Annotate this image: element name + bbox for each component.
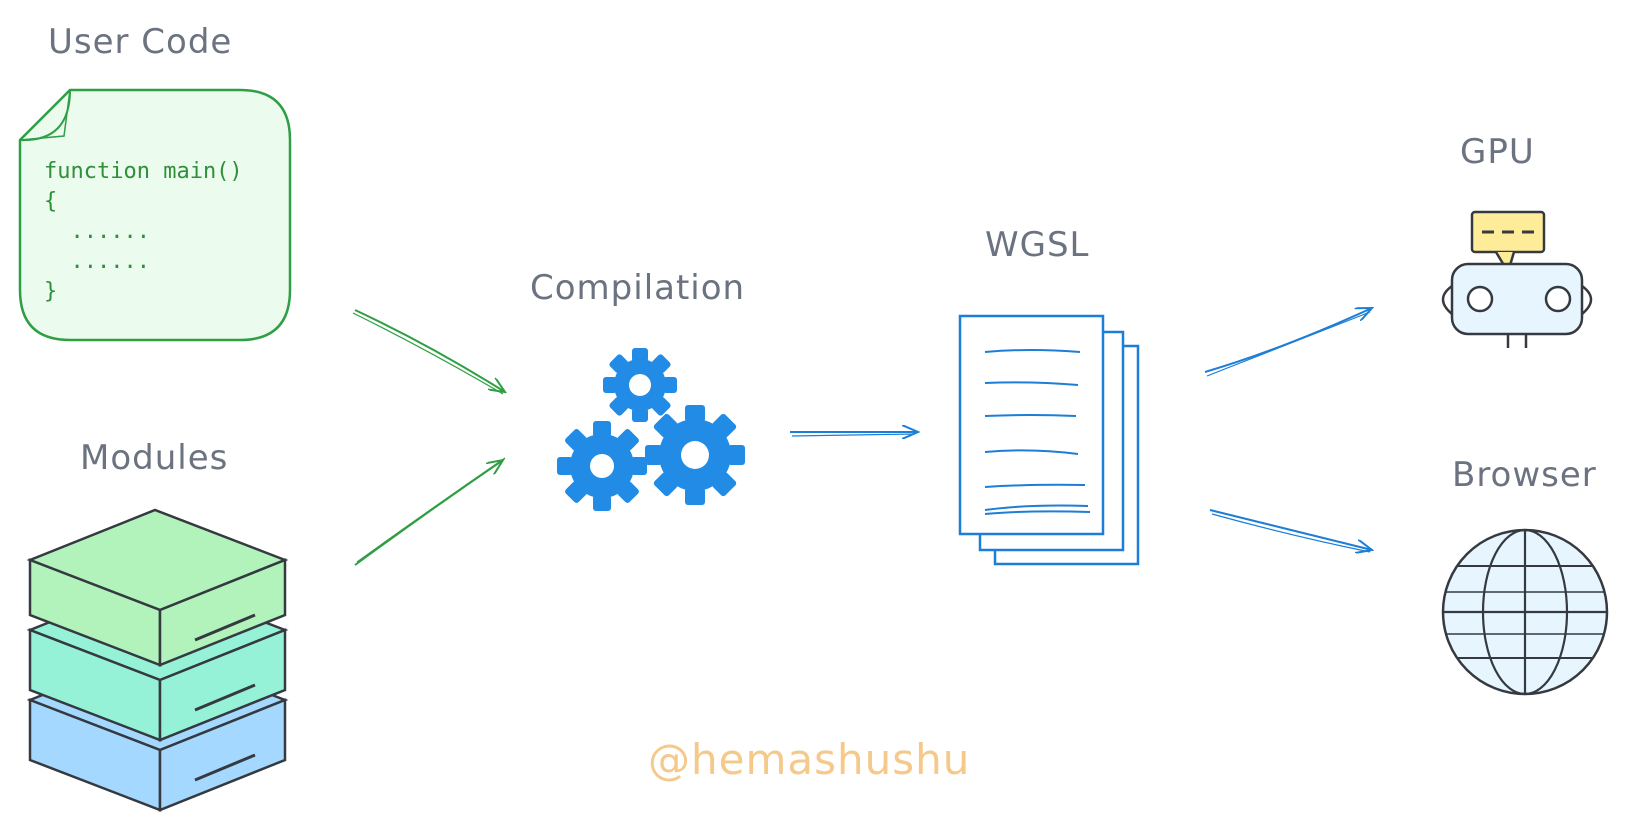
arrow-compilation-to-wgsl — [790, 432, 918, 436]
arrow-wgsl-to-browser — [1209, 509, 1372, 552]
gears-icon — [557, 348, 745, 511]
code-line-1: function main() — [44, 159, 243, 184]
code-line-3: ...... — [44, 219, 150, 244]
code-line-2: { — [44, 189, 58, 214]
compilation-label: Compilation — [530, 268, 746, 308]
stacked-modules-icon — [26, 508, 289, 812]
user-code-label: User Code — [48, 22, 233, 62]
robot-icon — [1441, 210, 1593, 348]
code-file-icon — [18, 88, 292, 342]
wgsl-label: WGSL — [985, 225, 1090, 265]
code-line-4: ...... — [44, 249, 150, 274]
arrow-modules-to-compilation — [354, 457, 506, 566]
watermark-handle: @hemashushu — [648, 735, 971, 784]
browser-label: Browser — [1452, 455, 1597, 495]
arrow-code-to-compilation — [352, 309, 505, 395]
globe-icon — [1441, 528, 1609, 696]
documents-icon — [958, 314, 1140, 566]
modules-label: Modules — [80, 438, 229, 478]
code-line-5: } — [44, 279, 58, 304]
arrow-wgsl-to-gpu — [1204, 308, 1372, 377]
gpu-label: GPU — [1460, 132, 1535, 172]
